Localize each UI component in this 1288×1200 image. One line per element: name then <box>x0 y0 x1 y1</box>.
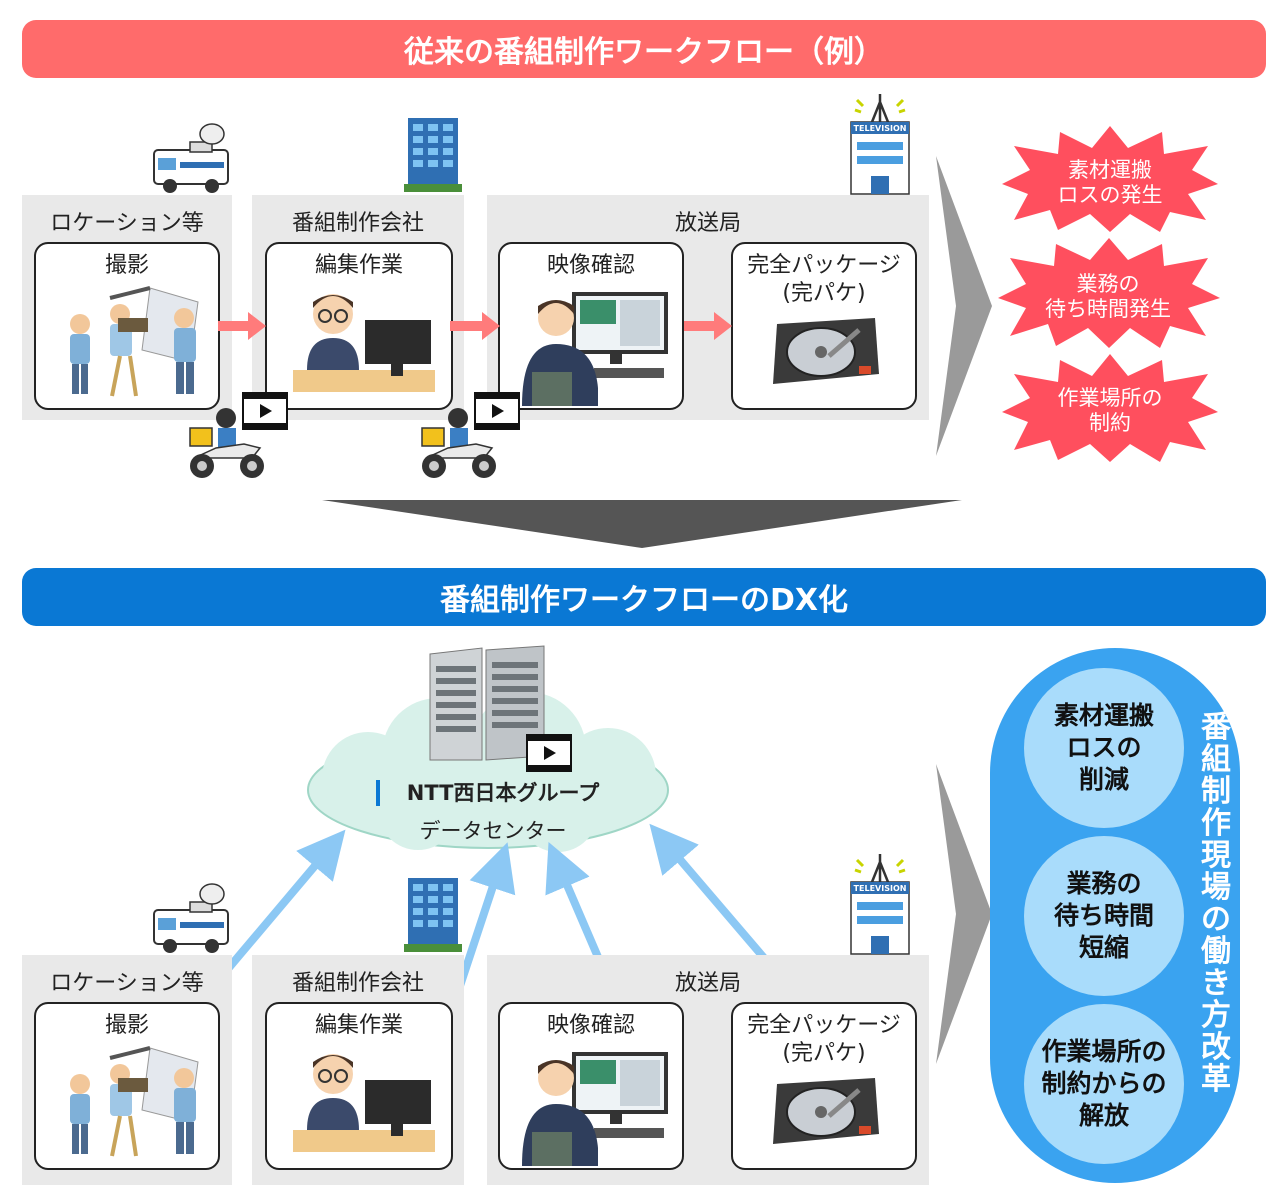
card-package-title-1: 完全パッケージ <box>747 253 901 278</box>
card-edit-dx: 編集作業 <box>265 1002 453 1170</box>
hard-disk-icon <box>773 318 879 384</box>
card-shoot-dx: 撮影 <box>34 1002 220 1170</box>
card-shoot: 撮影 <box>34 242 220 410</box>
datacenter-name: NTT西日本グループ <box>406 781 600 805</box>
editor-person-icon <box>293 294 435 392</box>
card-package-dx: 完全パッケージ (完パケ) <box>731 1002 917 1170</box>
card-package-title-1: 完全パッケージ <box>747 1013 901 1038</box>
datacenter-accent-bar <box>376 780 380 806</box>
group-company-title: 番組制作会社 <box>291 211 424 236</box>
tv-sign: TELEVISION <box>853 884 907 893</box>
traditional-workflow-banner: 従来の番組制作ワークフロー（例） <box>22 20 1266 78</box>
video-play-icon <box>526 734 572 772</box>
tv-sign: TELEVISION <box>853 124 907 133</box>
group-location-title: ロケーション等 <box>50 211 204 236</box>
problem-text-2: 業務の 待ち時間発生 <box>1045 272 1171 321</box>
editor-person-icon <box>293 1054 435 1152</box>
card-package: 完全パッケージ (完パケ) <box>731 242 917 410</box>
card-review: 映像確認 <box>498 242 684 410</box>
dx-workflow-banner: 番組制作ワークフローのDX化 <box>22 568 1266 626</box>
group-location-title: ロケーション等 <box>50 971 204 996</box>
film-crew-icon <box>70 286 199 397</box>
problem-burst-2 <box>998 238 1220 348</box>
delivery-motorbike-icon <box>189 408 264 478</box>
flow-arrow-1 <box>218 312 266 340</box>
group-broadcaster-title: 放送局 <box>674 971 741 996</box>
card-package-title-2: (完パケ) <box>782 1041 866 1066</box>
flow-arrow-2 <box>450 312 500 340</box>
card-edit: 編集作業 <box>265 242 453 410</box>
card-package-title-2: (完パケ) <box>782 281 866 306</box>
benefit-circle-3: 作業場所の 制約からの 解放 <box>1024 1004 1184 1164</box>
datacenter-label: データセンター <box>419 819 567 843</box>
news-van-icon <box>153 123 229 193</box>
monitor-operator-icon <box>522 292 668 406</box>
hard-disk-icon <box>773 1078 879 1144</box>
card-shoot-title: 撮影 <box>104 1013 149 1038</box>
problem-burst-1 <box>1002 126 1218 232</box>
card-review-title: 映像確認 <box>546 1013 635 1038</box>
reform-vertical-label: 番組制作現場の働き方改革 <box>1201 710 1231 1097</box>
tv-station-icon: TELEVISION <box>845 92 915 196</box>
benefit-circle-1: 素材運搬 ロスの 削減 <box>1024 668 1184 828</box>
transition-down-arrow <box>322 500 962 548</box>
news-van-icon <box>153 883 229 953</box>
benefit-circle-2: 業務の 待ち時間 短縮 <box>1024 836 1184 996</box>
group-broadcaster-title: 放送局 <box>674 211 741 236</box>
monitor-operator-icon <box>522 1052 668 1166</box>
problem-burst-3 <box>1002 354 1218 462</box>
office-building-icon <box>404 878 462 952</box>
video-play-icon <box>242 392 288 430</box>
flow-arrow-3 <box>684 312 732 340</box>
card-shoot-title: 撮影 <box>104 253 149 278</box>
tv-station-icon: TELEVISION <box>845 852 915 956</box>
problem-text-3: 作業場所の 制約 <box>1057 386 1163 435</box>
problem-text-1: 素材運搬 ロスの発生 <box>1057 158 1163 207</box>
office-building-icon <box>404 118 462 192</box>
card-edit-title: 編集作業 <box>314 253 403 278</box>
card-review-title: 映像確認 <box>546 253 635 278</box>
group-company-title: 番組制作会社 <box>291 971 424 996</box>
delivery-motorbike-icon <box>421 408 496 478</box>
server-rack-icon <box>429 645 545 761</box>
grey-chevron-arrow <box>936 156 992 456</box>
video-play-icon <box>474 392 520 430</box>
film-crew-icon <box>70 1046 199 1157</box>
card-review-dx: 映像確認 <box>498 1002 684 1170</box>
card-edit-title: 編集作業 <box>314 1013 403 1038</box>
grey-chevron-arrow <box>936 764 992 1064</box>
